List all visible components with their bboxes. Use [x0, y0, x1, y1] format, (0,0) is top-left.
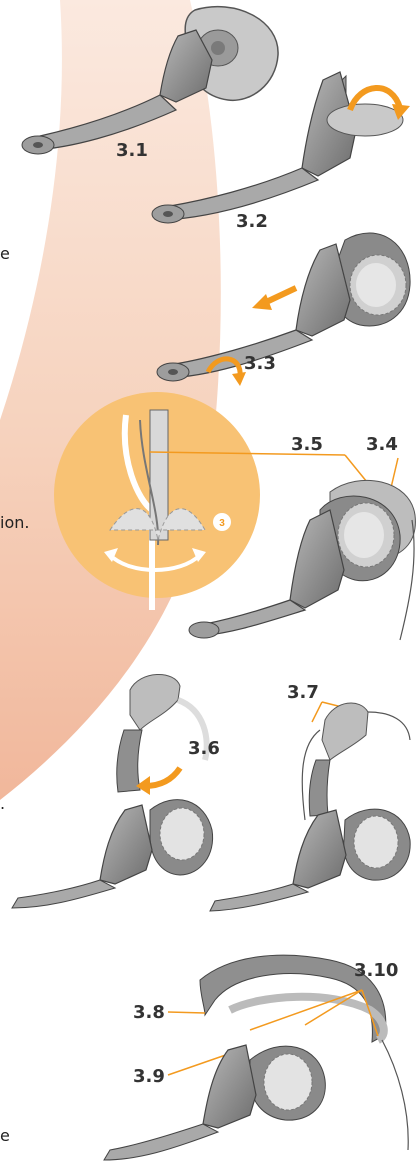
step-label-3-2: 3.2 [236, 213, 268, 231]
step-label-3-10: 3.10 [354, 962, 398, 980]
text-fragment-3: . [0, 796, 5, 812]
headset-step-3-7 [210, 702, 410, 911]
text-fragment-2: ion. [0, 515, 29, 531]
step-label-3-6: 3.6 [188, 740, 220, 758]
step-badge: 3 [219, 518, 225, 529]
step-label-3-9: 3.9 [133, 1068, 165, 1086]
headset-step-3-8-3-10 [104, 955, 408, 1160]
step-label-3-7: 3.7 [287, 684, 319, 702]
step-label-3-4: 3.4 [366, 436, 398, 454]
step-label-3-5: 3.5 [291, 436, 323, 454]
step-label-3-1: 3.1 [116, 142, 148, 160]
step-label-3-3: 3.3 [244, 355, 276, 373]
text-fragment-1: e [0, 246, 10, 262]
text-fragment-4: e [0, 1128, 10, 1144]
step-label-3-8: 3.8 [133, 1004, 165, 1022]
